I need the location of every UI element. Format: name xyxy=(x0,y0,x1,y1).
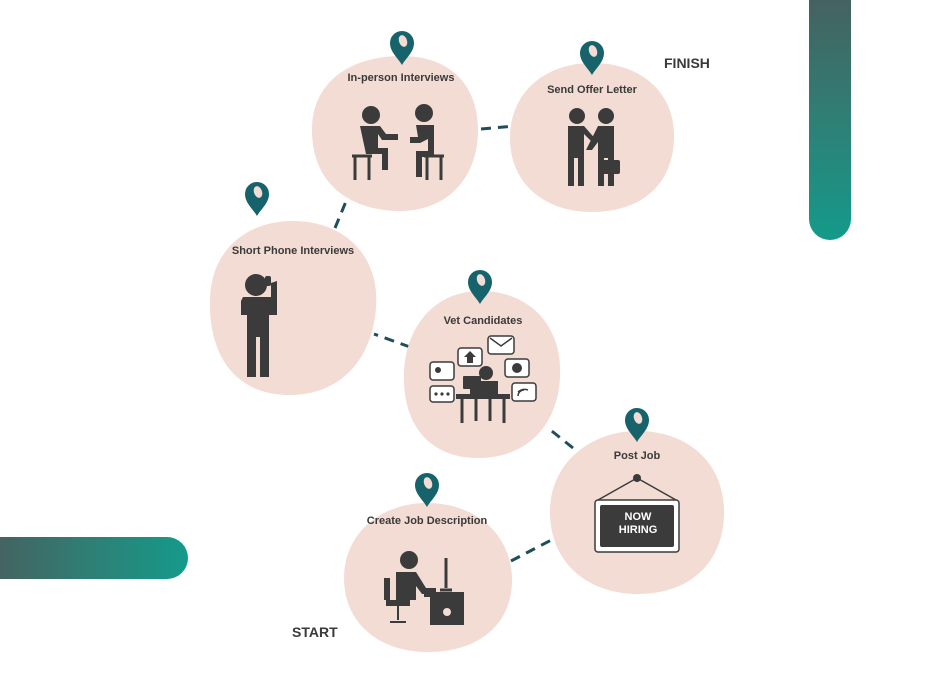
interview-seated-icon xyxy=(352,104,444,180)
connector-post-vet xyxy=(547,426,574,450)
decorative-bar-right xyxy=(809,0,851,240)
connector-create-post xyxy=(510,535,558,563)
map-pin-icon xyxy=(415,473,439,507)
phone-call-person-icon xyxy=(241,274,277,377)
hiring-sign-icon xyxy=(594,474,680,553)
start-label: START xyxy=(292,624,338,640)
step-label-phone: Short Phone Interviews xyxy=(231,245,355,257)
finish-label: FINISH xyxy=(664,55,710,71)
step-label-offer: Send Offer Letter xyxy=(547,84,637,96)
step-label-vet: Vet Candidates xyxy=(443,315,523,327)
connector-inperson-offer xyxy=(480,124,516,131)
step-blob-create xyxy=(344,503,512,652)
laptop-messages-icon xyxy=(429,335,537,423)
connector-vet-phone xyxy=(373,332,411,349)
step-label-post: Post Job xyxy=(613,450,661,462)
decorative-bar-left xyxy=(0,537,188,579)
step-label-inperson: In-person Interviews xyxy=(347,72,455,84)
connector-phone-inperson xyxy=(333,198,349,229)
step-label-create: Create Job Description xyxy=(366,515,488,527)
handshake-icon xyxy=(568,108,620,186)
desk-worker-icon xyxy=(384,551,464,625)
map-pin-icon xyxy=(245,182,269,216)
